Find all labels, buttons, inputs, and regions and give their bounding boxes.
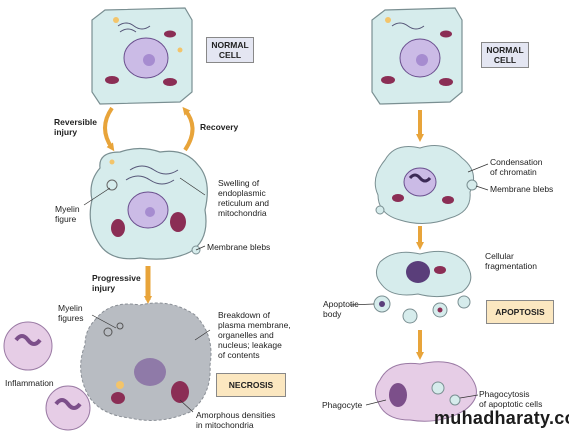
left-leader-lines: [83, 177, 211, 413]
normal-cell-left: [91, 7, 193, 105]
inflammation-label: Inflammation: [5, 378, 54, 388]
watermark: muhadharaty.com: [434, 408, 569, 428]
apoptotic-body-label: Apoptotic body: [323, 299, 359, 319]
membrane-blebs-label-left: Membrane blebs: [207, 242, 271, 252]
swelling-label: Swelling of endoplasmic reticulum and mi…: [218, 178, 270, 218]
phagocyte-label: Phagocyte: [322, 400, 363, 410]
phagocytosis-label: Phagocytosis of apoptotic cells: [479, 389, 543, 409]
apoptosis-box: APOPTOSIS: [486, 300, 554, 324]
necrosis-box: NECROSIS: [216, 373, 286, 397]
recovery-arrow: [182, 106, 195, 152]
myelin-figure-label: Myelin figure: [55, 204, 80, 224]
normal-cell-box-right: NORMAL CELL: [481, 42, 529, 68]
necrotic-cell: [80, 302, 212, 421]
progressive-injury-label: Progressive injury: [92, 273, 141, 293]
myelin-figures-label: Myelin figures: [58, 303, 84, 323]
condensation-label: Condensation of chromatin: [490, 157, 543, 177]
fragmented-cell: [373, 250, 472, 324]
amorphous-densities-label: Amorphous densities in mitochondria: [196, 410, 276, 430]
normal-cell-box-left: NORMAL CELL: [206, 37, 254, 63]
normal-cell-right: [371, 7, 463, 105]
condensed-cell: [374, 145, 478, 224]
breakdown-label: Breakdown of plasma membrane, organelles…: [218, 310, 291, 360]
cellular-fragmentation-label: Cellular fragmentation: [485, 251, 537, 271]
reversible-arrow: [103, 106, 115, 152]
phagocyte-cell: [374, 361, 477, 422]
reversible-injury-label: Reversible injury: [54, 117, 97, 137]
right-leader-lines: [349, 163, 489, 406]
swollen-cell: [89, 147, 208, 260]
inflammation-cells: [3, 321, 91, 431]
membrane-blebs-label-right: Membrane blebs: [490, 184, 554, 194]
recovery-label: Recovery: [200, 122, 239, 132]
